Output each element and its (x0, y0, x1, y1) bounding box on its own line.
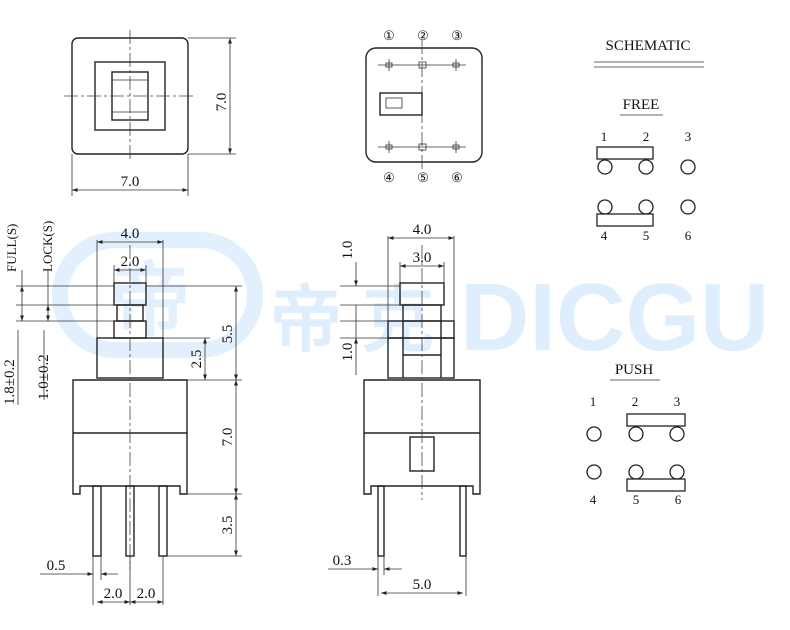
push-label-6: 6 (675, 492, 682, 507)
front-width-outer: 4.0 (121, 226, 140, 242)
push-label-5: 5 (633, 492, 640, 507)
top-view-height-label: 7.0 (214, 93, 230, 112)
free-label-3: 3 (685, 129, 692, 144)
front-width-inner: 2.0 (121, 254, 140, 270)
top-view: 7.0 7.0 (64, 30, 236, 196)
pin-label-4: ④ (383, 170, 395, 185)
full-label: FULL(S) (4, 224, 19, 272)
full-tolerance: 1.8±0.2 (2, 359, 18, 405)
side-width-inner: 3.0 (413, 250, 432, 266)
free-label-1: 1 (601, 129, 608, 144)
push-label-3: 3 (674, 394, 681, 409)
front-view: 4.0 2.0 FULL(S) LOCK(S) 1.8±0.2 1.0±0.2 … (2, 221, 242, 605)
schematic: SCHEMATIC FREE 1 2 3 4 5 6 PUSH 1 (586, 38, 704, 507)
front-pin-length: 3.5 (220, 516, 236, 535)
front-pin-width: 0.5 (47, 558, 66, 574)
pin-label-6: ⑥ (451, 170, 463, 185)
pin-label-3: ③ (451, 28, 463, 43)
pin-layout-view: ① ② ③ ④ ⑤ ⑥ (365, 28, 483, 185)
push-title: PUSH (615, 362, 654, 378)
front-stem-lower: 2.5 (189, 350, 205, 369)
pin-marks-bottom (385, 141, 460, 153)
side-top-height: 1.0 (340, 241, 356, 260)
lock-label: LOCK(S) (40, 221, 55, 272)
push-label-1: 1 (590, 394, 597, 409)
side-width-outer: 4.0 (413, 222, 432, 238)
free-label-4: 4 (601, 228, 608, 243)
pin-label-1: ① (383, 28, 395, 43)
front-pitch-2: 2.0 (137, 586, 156, 602)
watermark-en-text: DICGU (460, 264, 769, 371)
pin-label-5: ⑤ (417, 170, 429, 185)
side-pin-width: 0.3 (333, 553, 352, 569)
free-title: FREE (623, 97, 660, 113)
push-label-2: 2 (632, 394, 639, 409)
front-body-height: 7.0 (220, 428, 236, 447)
watermark: 帝 帝 克 DICGU (52, 232, 769, 371)
schematic-title: SCHEMATIC (605, 38, 690, 54)
schematic-push: PUSH 1 2 3 4 5 6 (586, 362, 686, 507)
side-lower-height: 1.0 (340, 343, 356, 362)
pin-label-2: ② (417, 28, 429, 43)
free-label-2: 2 (643, 129, 650, 144)
front-pitch-1: 2.0 (104, 586, 123, 602)
free-label-5: 5 (643, 228, 650, 243)
side-pin-span: 5.0 (413, 577, 432, 593)
side-view: 4.0 3.0 1.0 1.0 0.3 5.0 (328, 222, 481, 596)
front-stem-height: 5.5 (220, 325, 236, 344)
free-label-6: 6 (685, 228, 692, 243)
schematic-free: FREE 1 2 3 4 5 6 (596, 97, 696, 243)
top-view-width-label: 7.0 (121, 174, 140, 190)
pin-marks-top (385, 59, 460, 71)
push-label-4: 4 (590, 492, 597, 507)
watermark-logo: 帝 (52, 232, 263, 358)
